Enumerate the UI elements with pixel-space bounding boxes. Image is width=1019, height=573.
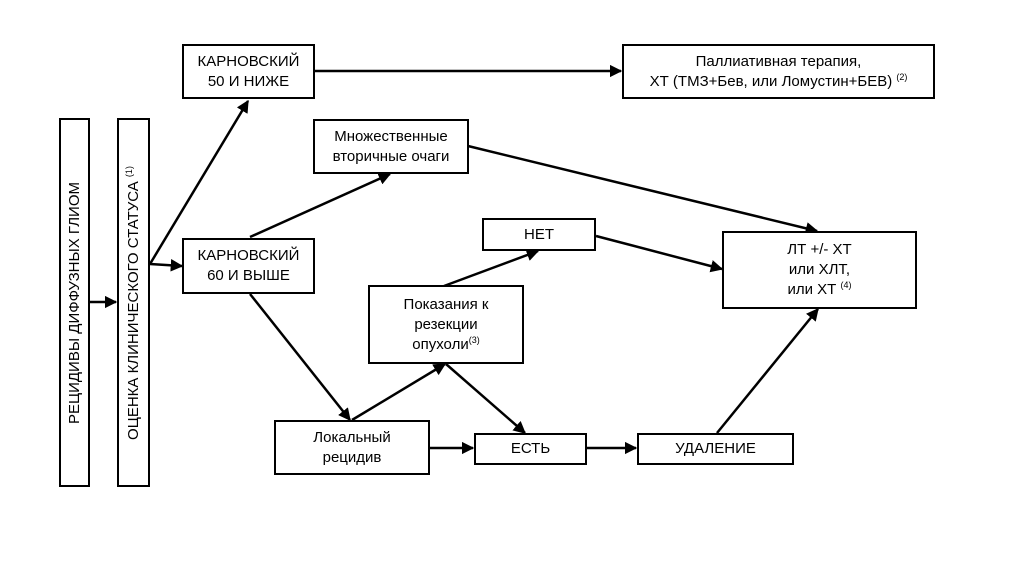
- footnote-4: (4): [840, 280, 852, 290]
- node-assessment: ОЦЕНКА КЛИНИЧЕСКОГО СТАТУСА (1): [117, 118, 150, 487]
- node-karnofsky-high: КАРНОВСКИЙ 60 И ВЫШЕ: [182, 238, 315, 294]
- node-treatment-label: ЛТ +/- ХТ или ХЛТ, или ХТ (4): [787, 240, 851, 300]
- node-recurrence: РЕЦИДИВЫ ДИФФУЗНЫХ ГЛИОМ: [59, 118, 90, 487]
- arrow-multiple-foci-to-treatment: [467, 144, 819, 235]
- node-multiple-foci: Множественные вторичные очаги: [313, 119, 469, 174]
- node-resection-indications: Показания к резекции опухоли(3): [368, 285, 524, 364]
- arrow-indications-to-no: [443, 249, 540, 288]
- arrow-karnofsky-high-to-local-recurrence: [249, 293, 351, 421]
- node-yes: ЕСТЬ: [474, 433, 587, 465]
- footnote-1: (1): [123, 165, 134, 177]
- node-removal-label: УДАЛЕНИЕ: [675, 440, 756, 457]
- node-palliative-label: Паллиативная терапия, ХТ (ТМЗ+Бев, или Л…: [650, 52, 908, 92]
- node-treatment-text: ЛТ +/- ХТ или ХЛТ, или ХТ: [787, 241, 852, 298]
- node-resection-indications-label: Показания к резекции опухоли(3): [404, 295, 489, 355]
- node-treatment: ЛТ +/- ХТ или ХЛТ, или ХТ (4): [722, 231, 917, 309]
- arrow-assessment-to-karnofsky-low: [148, 99, 250, 265]
- footnote-2: (2): [896, 71, 908, 82]
- node-removal: УДАЛЕНИЕ: [637, 433, 794, 465]
- node-local-recurrence-label: Локальный рецидив: [313, 428, 391, 466]
- node-karnofsky-low-label: КАРНОВСКИЙ 50 И НИЖЕ: [197, 52, 300, 90]
- node-resection-indications-text: Показания к резекции опухоли: [403, 295, 489, 353]
- node-palliative-text: Паллиативная терапия, ХТ (ТМЗ+Бев, или Л…: [649, 52, 893, 90]
- node-recurrence-label: РЕЦИДИВЫ ДИФФУЗНЫХ ГЛИОМ: [65, 181, 83, 424]
- arrow-no-to-treatment: [595, 234, 724, 273]
- node-no: НЕТ: [482, 218, 596, 251]
- arrow-indications-to-yes: [445, 363, 526, 434]
- node-local-recurrence: Локальный рецидив: [274, 420, 430, 475]
- arrow-assessment-to-karnofsky-high: [149, 259, 184, 272]
- arrow-removal-to-treatment: [716, 308, 819, 434]
- arrow-local-recurrence-to-indications: [351, 362, 447, 422]
- node-multiple-foci-label: Множественные вторичные очаги: [332, 127, 450, 165]
- footnote-3: (3): [468, 334, 480, 345]
- node-assessment-text: ОЦЕНКА КЛИНИЧЕСКОГО СТАТУСА: [124, 176, 142, 440]
- node-no-label: НЕТ: [524, 225, 554, 243]
- node-karnofsky-high-label: КАРНОВСКИЙ 60 И ВЫШЕ: [197, 247, 300, 284]
- node-karnofsky-low: КАРНОВСКИЙ 50 И НИЖЕ: [182, 44, 315, 99]
- node-assessment-label: ОЦЕНКА КЛИНИЧЕСКОГО СТАТУСА (1): [123, 165, 143, 440]
- arrow-karnofsky-high-to-multiple-foci: [249, 172, 392, 239]
- node-yes-label: ЕСТЬ: [510, 440, 551, 457]
- node-palliative: Паллиативная терапия, ХТ (ТМЗ+Бев, или Л…: [622, 44, 935, 99]
